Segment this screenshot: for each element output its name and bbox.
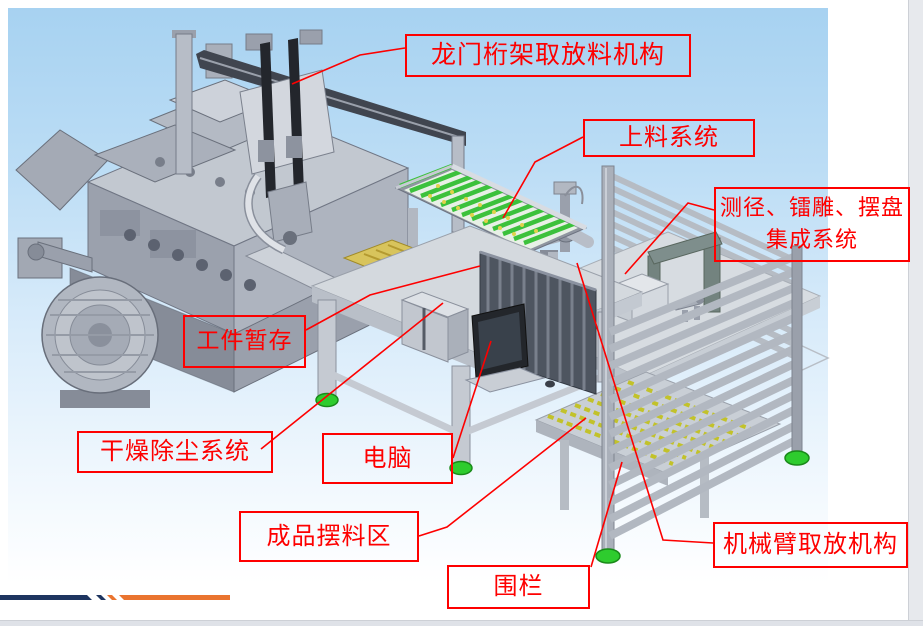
- label-computer: 电脑: [322, 433, 453, 484]
- label-workpiece-buffer: 工件暂存: [183, 315, 306, 368]
- leader-gantry: [291, 47, 406, 85]
- left-machine: [15, 79, 410, 408]
- label-fence: 围栏: [447, 565, 590, 609]
- leader-buffer: [305, 265, 481, 331]
- label-text: 围栏: [493, 572, 544, 601]
- leader-drying: [260, 302, 444, 450]
- label-text: 成品摆料区: [266, 521, 392, 550]
- decor-bar-navy: [0, 595, 92, 600]
- feeding-conveyor: [394, 163, 588, 312]
- keyboard: [464, 367, 546, 393]
- leveling-feet: [315, 392, 810, 564]
- gantry-truss: [172, 29, 466, 255]
- label-gantry-truss-pick-place: 龙门桁架取放料机构: [405, 34, 691, 77]
- label-integrated-system: 测径、镭雕、摆盘集成系统: [714, 187, 910, 262]
- leader-computer: [452, 340, 492, 459]
- label-robot-arm-pick-place: 机械臂取放机构: [713, 522, 908, 568]
- fence-corner-post: [791, 245, 803, 459]
- window-edge-bottom: [0, 620, 923, 626]
- machine-line-diagram: [0, 29, 830, 600]
- window-edge-right: [908, 0, 923, 626]
- leader-robot: [576, 262, 714, 544]
- mouse: [545, 380, 555, 388]
- decor-dash-orange: [107, 595, 117, 600]
- leader-loading: [502, 136, 584, 219]
- decor-dash-navy: [96, 595, 106, 600]
- leader-finished: [418, 417, 587, 537]
- label-text: 干燥除尘系统: [100, 437, 250, 466]
- leader-integrated: [624, 202, 715, 275]
- slide: 龙门桁架取放料机构 上料系统 测径、镭雕、摆盘集成系统 工件暂存 干燥除尘系统 …: [0, 0, 910, 621]
- label-drying-dedusting-system: 干燥除尘系统: [77, 431, 273, 473]
- label-text: 测径、镭雕、摆盘集成系统: [720, 195, 905, 253]
- label-text: 机械臂取放机构: [723, 530, 898, 559]
- leader-fence: [590, 461, 623, 568]
- bottom-decor-bar: [0, 595, 230, 600]
- label-text: 电脑: [362, 443, 413, 472]
- label-text: 上料系统: [619, 123, 719, 152]
- front-fence: [608, 245, 803, 540]
- floor-outline: [797, 343, 830, 373]
- label-text: 工件暂存: [196, 327, 293, 354]
- decor-bar-orange: [119, 595, 230, 600]
- leader-lines: [260, 47, 715, 568]
- label-loading-system: 上料系统: [583, 119, 755, 157]
- computer-monitor: [464, 303, 555, 393]
- label-text: 龙门桁架取放料机构: [430, 40, 665, 70]
- dust-collector-box: [400, 291, 470, 363]
- label-finished-goods-area: 成品摆料区: [239, 511, 419, 562]
